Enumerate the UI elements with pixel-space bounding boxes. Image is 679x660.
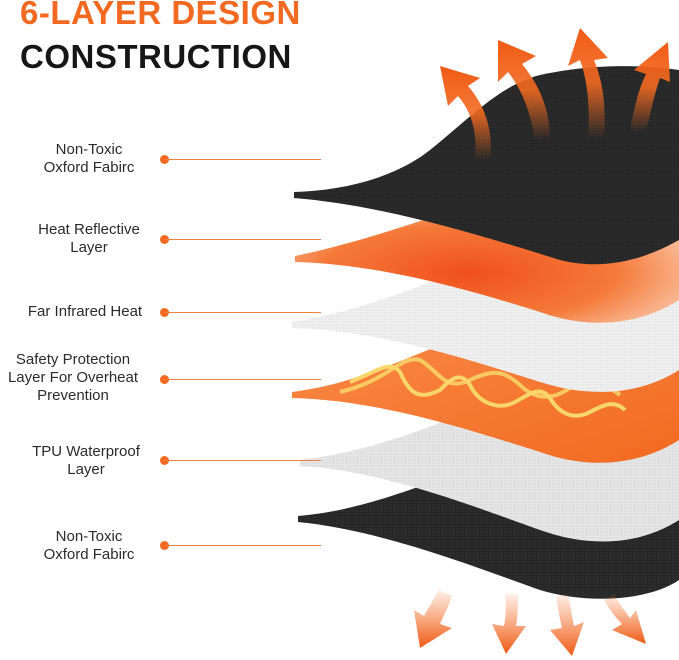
leader-line-2 — [165, 239, 321, 241]
arrow-up-icon — [440, 66, 491, 160]
layer-label-1: Non-Toxic Oxford Fabirc — [43, 141, 135, 176]
arrow-up-icon — [630, 42, 670, 132]
arrow-down-icon — [604, 594, 646, 644]
leader-dot-6 — [160, 541, 169, 550]
heating-wire-loops — [349, 364, 627, 418]
leader-dot-1 — [160, 155, 169, 164]
arrow-down-icon — [414, 590, 452, 648]
leader-dot-2 — [160, 235, 169, 244]
leader-dot-5 — [160, 456, 169, 465]
leader-line-5 — [165, 460, 321, 462]
layer-label-2: Heat Reflective Layer — [38, 221, 140, 256]
leader-dot-4 — [160, 375, 169, 384]
leader-line-4 — [165, 379, 321, 381]
layer-label-4: Safety Protection Layer For Overheat Pre… — [7, 351, 139, 404]
arrow-down-icon — [550, 594, 584, 656]
layer-1-texture — [294, 66, 679, 265]
leader-dot-3 — [160, 308, 169, 317]
leader-line-1 — [165, 159, 321, 161]
arrow-down-icon — [492, 594, 526, 654]
layer-label-3: Far Infrared Heat — [27, 303, 143, 320]
headline-line-1: 6-LAYER DESIGN — [20, 0, 301, 31]
layer-1-oxford-fabric — [294, 66, 679, 265]
layer-label-5: TPU Waterproof Layer — [32, 443, 140, 478]
arrow-up-icon — [498, 40, 550, 140]
headline-line-2: CONSTRUCTION — [20, 38, 292, 75]
leader-line-6 — [165, 545, 321, 547]
layer-label-6: Non-Toxic Oxford Fabirc — [43, 528, 135, 563]
heat-down-arrows — [414, 590, 646, 656]
heat-up-arrows — [440, 28, 670, 160]
arrow-up-icon — [568, 28, 608, 138]
leader-line-3 — [165, 312, 321, 314]
